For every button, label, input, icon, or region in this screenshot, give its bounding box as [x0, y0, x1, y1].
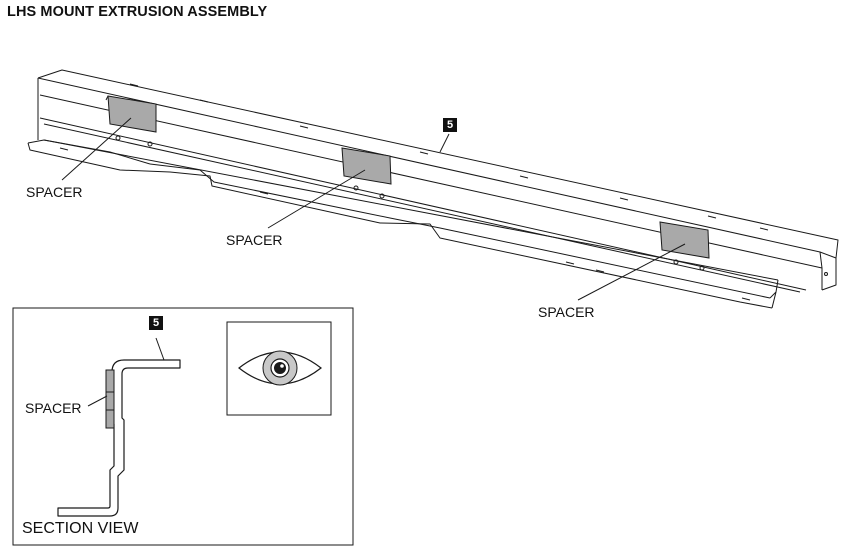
section-spacer-plate [105, 369, 115, 429]
section-view-frame [12, 307, 354, 546]
leader-lines [61, 117, 686, 301]
page-title: LHS MOUNT EXTRUSION ASSEMBLY [7, 4, 268, 20]
eye-icon [238, 350, 322, 386]
section-profile [57, 359, 181, 517]
spacer-plate-2 [341, 147, 392, 185]
spacer-plate-1 [105, 95, 157, 133]
part-callout-section: 5 [149, 316, 163, 330]
spacer-label-1: SPACER [26, 184, 83, 200]
view-direction-frame [226, 321, 332, 416]
section-view-label: SECTION VIEW [22, 520, 139, 537]
spacer-label-3: SPACER [538, 304, 595, 320]
part-callout-main: 5 [443, 118, 457, 132]
spacer-label-2: SPACER [226, 232, 283, 248]
section-spacer-leader [87, 395, 108, 407]
section-spacer-label: SPACER [25, 400, 82, 416]
section-part-leader [155, 337, 165, 361]
spacer-plate-3 [659, 221, 710, 259]
